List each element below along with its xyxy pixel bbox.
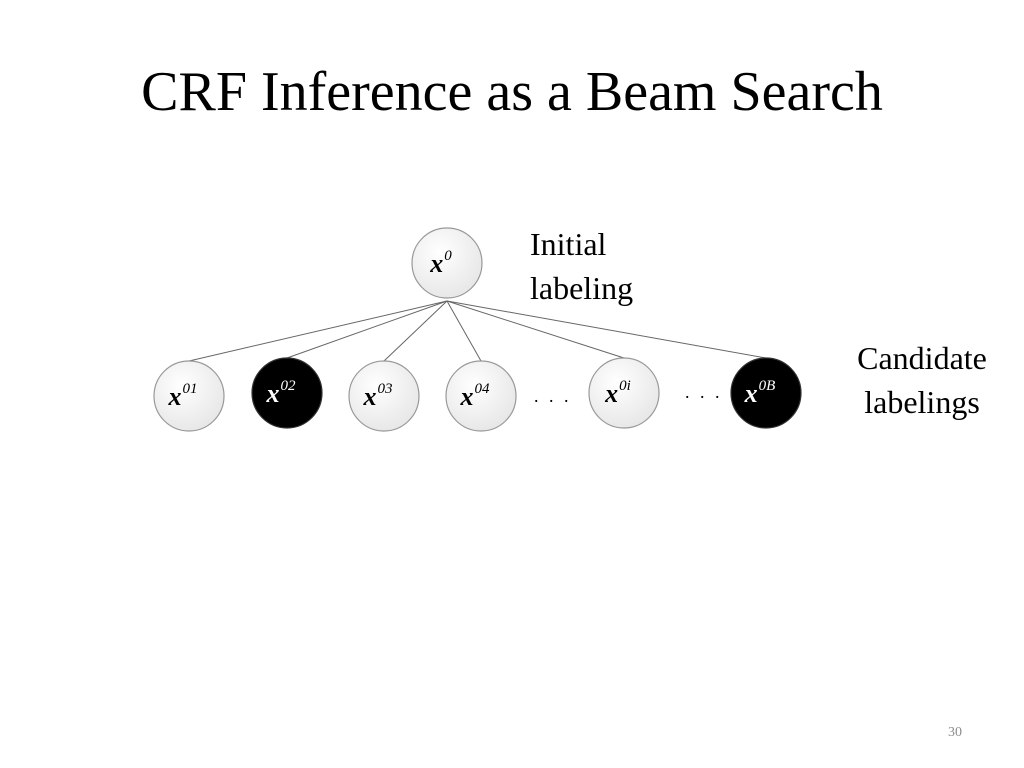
tree-nodes: x0 x01 x02 x03 x04 x0i x0B: [153, 227, 802, 432]
tree-edge: [286, 300, 448, 359]
candidate-labelings-label: Candidate labelings: [832, 336, 1012, 424]
candidate-node-01: x01: [153, 360, 225, 432]
ellipsis-left: . . .: [534, 386, 572, 406]
tree-edge: [446, 300, 767, 359]
candidate-node-02: x02: [251, 357, 323, 429]
initial-labeling-label: Initial labeling: [530, 222, 633, 310]
initial-label-line-2: labeling: [530, 270, 634, 306]
tree-edge: [446, 300, 482, 362]
candidate-node-04: x04: [445, 360, 517, 432]
slide-title: CRF Inference as a Beam Search: [141, 61, 883, 123]
candidate-node-02-label: x02: [266, 378, 297, 408]
candidate-node-0i-label: x0i: [604, 378, 631, 408]
page-number: 30: [948, 725, 962, 740]
candidate-node-0i-circle: [588, 357, 660, 429]
root-node-label: x0: [429, 248, 452, 278]
candidate-node-0B-label: x0B: [744, 378, 776, 408]
tree-edge: [383, 300, 448, 362]
candidate-node-03: x03: [348, 360, 420, 432]
candidate-node-0B: x0B: [730, 357, 802, 429]
tree-edges: [188, 300, 767, 362]
root-node-circle: [411, 227, 483, 299]
candidate-node-01-label: x01: [168, 381, 198, 411]
candidate-node-02-circle: [251, 357, 323, 429]
candidate-node-01-circle: [153, 360, 225, 432]
candidate-node-04-label: x04: [460, 381, 491, 411]
candidate-node-03-label: x03: [363, 381, 393, 411]
candidate-label-line-2: labelings: [864, 384, 980, 420]
candidate-node-0B-circle: [730, 357, 802, 429]
root-node: x0: [411, 227, 483, 299]
candidate-node-0i: x0i: [588, 357, 660, 429]
candidate-label-line-1: Candidate: [857, 340, 987, 376]
ellipsis-right: . . .: [685, 382, 723, 402]
candidate-node-03-circle: [348, 360, 420, 432]
tree-edge: [188, 300, 448, 362]
tree-edge: [446, 300, 625, 359]
candidate-node-04-circle: [445, 360, 517, 432]
initial-label-line-1: Initial: [530, 226, 607, 262]
